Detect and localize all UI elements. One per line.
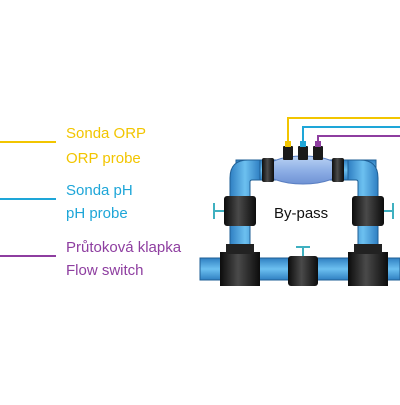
right-tee-neck <box>354 244 382 254</box>
ph-label-cz: Sonda pH <box>66 182 133 199</box>
left-tee-fitting <box>220 252 260 286</box>
right-valve-handle <box>384 203 394 219</box>
ph-probe-cap <box>300 141 306 147</box>
flow-switch-label-en: Flow switch <box>66 262 144 279</box>
chamber-fitting-left <box>262 158 274 182</box>
main-valve-body <box>288 256 318 286</box>
orp-label-en: ORP probe <box>66 150 141 167</box>
ph-label-en: pH probe <box>66 205 128 222</box>
flow-switch-wire <box>317 135 400 148</box>
left-tee-neck <box>226 244 254 254</box>
orp-probe-cap <box>285 141 291 147</box>
flow-switch-label-cz: Průtoková klapka <box>66 239 182 256</box>
left-valve-body <box>224 196 256 226</box>
sensor-chamber <box>264 155 342 185</box>
orp-wire <box>287 117 400 148</box>
orp-probe <box>283 146 293 160</box>
flow-switch-cap <box>315 141 321 147</box>
left-valve-handle <box>213 203 224 219</box>
main-valve-handle <box>296 246 310 256</box>
chamber-fitting-right <box>332 158 344 182</box>
bypass-label: By-pass <box>274 205 329 222</box>
right-tee-fitting <box>348 252 388 286</box>
ph-probe <box>298 146 308 160</box>
orp-label-cz: Sonda ORP <box>66 125 147 142</box>
right-valve-body <box>352 196 384 226</box>
flow-switch <box>313 146 323 160</box>
